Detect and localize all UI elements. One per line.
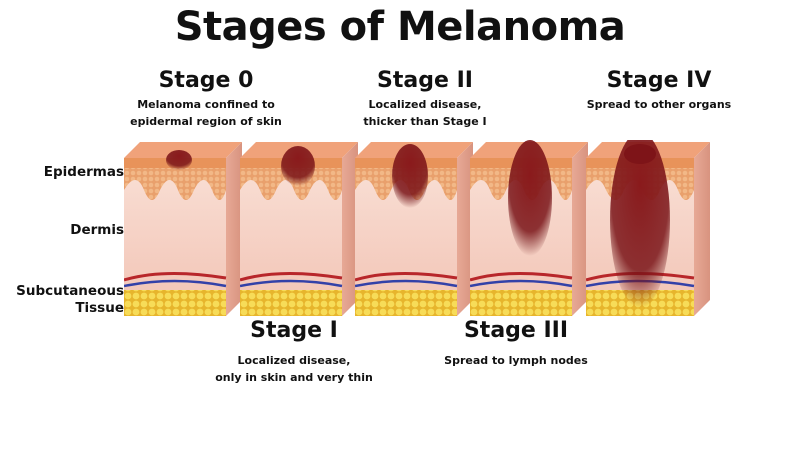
stage-description: Localized disease,only in skin and very … (215, 354, 373, 384)
stage-description: Localized disease,thicker than Stage I (363, 98, 487, 128)
skin-block-stage-2 (355, 140, 473, 318)
stage-name: Stage I (250, 318, 338, 343)
skin-block-stage-1 (240, 140, 358, 318)
stage-name: Stage II (377, 68, 473, 93)
epidermis-label: Epidermas (43, 164, 124, 180)
stage-4-label: Stage IV Spread to other organs (559, 68, 759, 113)
skin-block-stage-3 (470, 140, 588, 318)
stage-3-label: Stage III Spread to lymph nodes (416, 318, 616, 369)
stage-description: Spread to other organs (586, 98, 732, 111)
stage-2-label: Stage II Localized disease,thicker than … (325, 68, 525, 130)
stage-1-label: Stage I Localized disease,only in skin a… (194, 318, 394, 386)
stage-name: Stage IV (606, 68, 712, 93)
stage-name: Stage III (463, 318, 569, 343)
diagram-title: Stages of Melanoma (174, 4, 626, 50)
skin-block-stage-0 (124, 140, 242, 318)
skin-block-stage-4 (586, 140, 710, 318)
stage-description: Spread to lymph nodes (444, 354, 588, 367)
stage-name: Stage 0 (158, 68, 254, 93)
dermis-label: Dermis (70, 222, 124, 238)
